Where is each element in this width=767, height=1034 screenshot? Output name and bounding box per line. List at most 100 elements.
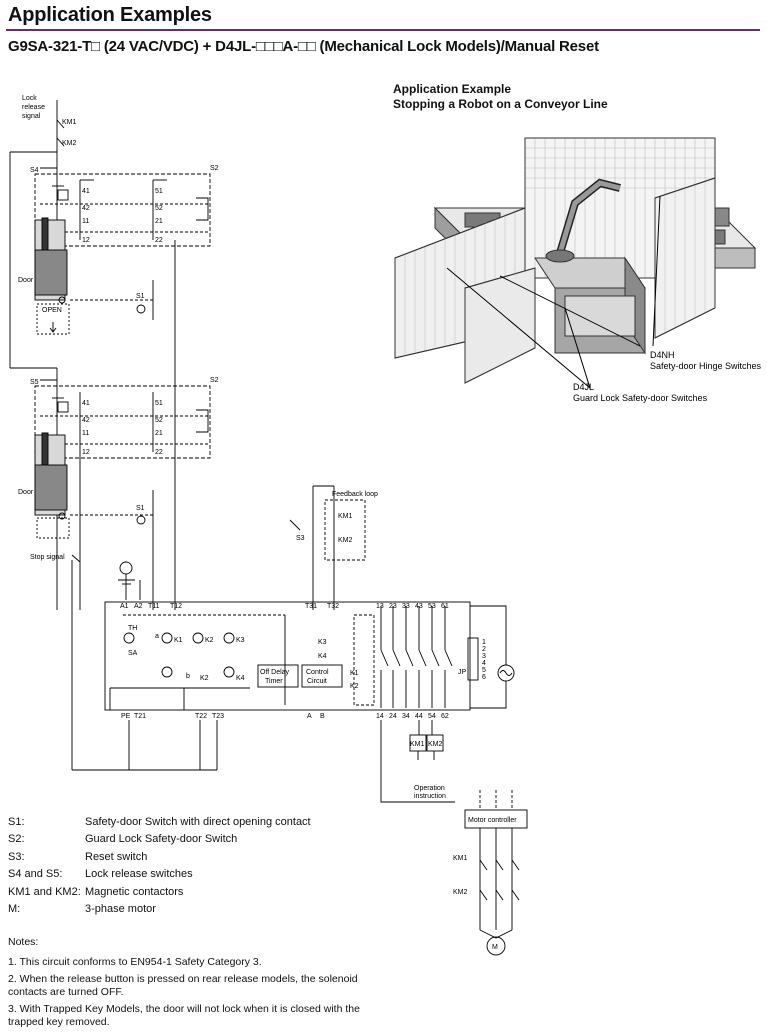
k4-label: K4 (236, 675, 245, 682)
wiring-diagram: Lock release signal KM1 KM2 S4 S2 41 42 … (9, 95, 515, 803)
legend-row: S4 and S5: Lock release switches (8, 866, 311, 883)
jp-num-6: 6 (482, 674, 486, 681)
robot-cell-illustration: D4NH Safety-door Hinge Switches D4JL Gua… (394, 137, 762, 403)
contact-52-a: 52 (155, 205, 163, 212)
terminal-t31: T31 (305, 603, 317, 610)
terminal-a: A (307, 713, 312, 720)
legend-value: Reset switch (85, 850, 148, 863)
km2-label-top: KM2 (62, 140, 77, 147)
note-item: 1. This circuit conforms to EN954-1 Safe… (8, 956, 262, 968)
jp-num-5: 5 (482, 667, 486, 674)
legend-key: S1: (8, 816, 25, 828)
contact-11-b: 11 (82, 430, 89, 437)
terminal-a1: A1 (120, 603, 129, 610)
legend-value: Safety-door Switch with direct opening c… (85, 816, 311, 828)
contact-51-a: 51 (155, 188, 163, 195)
s1-label-2: S1 (136, 505, 145, 512)
legend-key: S4 and S5: (8, 868, 63, 881)
k3-right-label: K3 (318, 639, 327, 646)
terminal-54: 54 (428, 713, 436, 720)
terminal-13: 13 (376, 603, 384, 610)
jp-num-4: 4 (482, 660, 486, 667)
terminal-t32: T32 (327, 603, 339, 610)
legend-key: M: (8, 903, 21, 916)
control-label-2: Circuit (307, 678, 327, 685)
terminal-t11: T11 (148, 603, 160, 610)
k3-label: K3 (236, 637, 245, 644)
km2-motor-label: KM2 (453, 889, 468, 896)
jp-num-2: 2 (482, 646, 486, 653)
contact-41-b: 41 (82, 400, 90, 407)
terminal-t21: T21 (134, 713, 146, 720)
note-item: 3. With Trapped Key Models, the door wil… (8, 1003, 360, 1028)
door-label-1: Door (18, 277, 34, 284)
legend-key: S3: (8, 850, 25, 863)
callout-d4nh-desc: Safety-door Hinge Switches (650, 361, 762, 371)
contact-51-b: 51 (155, 400, 163, 407)
terminal-t22: T22 (195, 713, 207, 720)
legend: S1: Safety-door Switch with direct openin… (8, 814, 311, 918)
terminal-43: 43 (415, 603, 423, 610)
notes-title: Notes: (8, 936, 39, 948)
legend-key: S2: (8, 833, 25, 846)
contact-52-b: 52 (155, 417, 163, 424)
off-delay-label-2: Timer (265, 678, 283, 685)
contact-12-b: 12 (82, 449, 90, 456)
k2-right-label: K2 (350, 683, 359, 690)
legend-value: Guard Lock Safety-door Switch (85, 833, 238, 846)
legend-row: M: 3-phase motor (8, 901, 311, 918)
contact-22-a: 22 (155, 237, 163, 244)
km2-feedback-label: KM2 (338, 537, 353, 544)
s4-label: S4 (30, 167, 39, 174)
contact-21-b: 21 (155, 430, 163, 437)
k1-right-label: K1 (350, 670, 359, 677)
contact-41-a: 41 (82, 188, 90, 195)
terminal-t23: T23 (212, 713, 224, 720)
k1-label: K1 (174, 637, 183, 644)
contact-22-b: 22 (155, 449, 163, 456)
km1-motor-label: KM1 (453, 855, 468, 862)
th-label: TH (128, 625, 137, 632)
legend-row: S3: Reset switch (8, 849, 311, 866)
callout-d4nh-model: D4NH (650, 350, 675, 360)
terminal-61: 61 (441, 603, 449, 610)
motor-controller-diagram: Motor controller KM1 KM2 M (453, 790, 528, 956)
legend-value: Lock release switches (85, 868, 193, 881)
terminal-b: B (320, 713, 325, 720)
open-label-1: OPEN (42, 307, 62, 314)
notes: Notes: 1. This circuit conforms to EN954… (8, 936, 388, 1033)
contact-42-a: 42 (82, 205, 90, 212)
feedback-loop-label: Feedback loop (332, 491, 378, 498)
s1-label-1: S1 (136, 293, 145, 300)
callout-d4jl-model: D4JL (573, 382, 594, 392)
application-example-heading: Application Example Stopping a Robot on … (393, 82, 608, 112)
terminal-62: 62 (441, 713, 449, 720)
contact-21-a: 21 (155, 218, 163, 225)
a-label: a (155, 633, 159, 640)
contact-11-a: 11 (82, 218, 89, 225)
km1-coil-label: KM1 (410, 741, 425, 748)
control-label-1: Control (306, 669, 329, 676)
s2-label-1: S2 (210, 165, 219, 172)
b-label: b (186, 673, 190, 680)
jp-label: JP (458, 669, 467, 676)
terminal-t12: T12 (170, 603, 182, 610)
terminal-24: 24 (389, 713, 397, 720)
terminal-a2: A2 (134, 603, 143, 610)
off-delay-label-1: Off Delay (260, 669, 290, 676)
lock-release-label-3: signal (22, 113, 41, 120)
jp-num-3: 3 (482, 653, 486, 660)
contact-42-b: 42 (82, 417, 90, 424)
legend-value: 3-phase motor (85, 903, 156, 916)
k4-right-label: K4 (318, 653, 327, 660)
operation-instruction-1: Operation (414, 785, 445, 792)
terminal-23: 23 (389, 603, 397, 610)
km1-label-top: KM1 (62, 119, 77, 126)
terminal-pe: PE (121, 713, 131, 720)
motor-label: M (492, 944, 498, 951)
terminal-14: 14 (376, 713, 384, 720)
door-label-2: Door (18, 489, 34, 496)
page-subtitle: G9SA-321-T□ (24 VAC/VDC) + D4JL-□□□A-□□ … (8, 38, 599, 55)
k2-label: K2 (205, 637, 214, 644)
s5-label: S5 (30, 379, 39, 386)
